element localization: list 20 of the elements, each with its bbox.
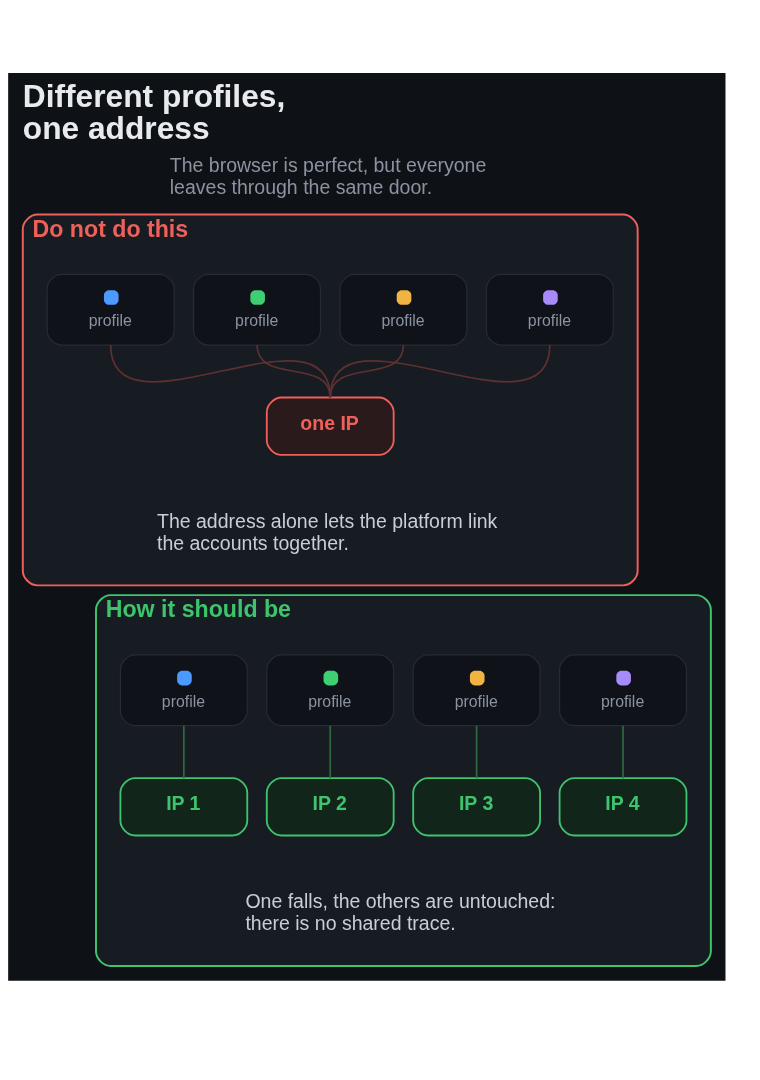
node-box: one IP (265, 396, 395, 456)
node-box: profile (46, 273, 175, 346)
connector (182, 724, 185, 779)
node-box: profile (485, 273, 614, 346)
node-box: profile (339, 273, 468, 346)
node-box: IP 1 (119, 777, 249, 837)
node-box: profile (193, 273, 322, 346)
connector (109, 344, 332, 399)
diagram-title: Different profiles, one address (22, 77, 286, 146)
node-box: profile (558, 654, 688, 727)
node-box: profile (412, 654, 541, 727)
connector (329, 724, 332, 779)
node-box: IP 3 (412, 777, 541, 837)
node-box: IP 4 (558, 777, 688, 837)
node-box: profile (119, 654, 248, 727)
connector (622, 724, 624, 779)
connector (475, 724, 478, 779)
node-box: IP 2 (265, 777, 395, 837)
node-box: profile (266, 654, 395, 727)
label: The browser is perfect, but everyone leaves through the same door. (169, 153, 487, 198)
